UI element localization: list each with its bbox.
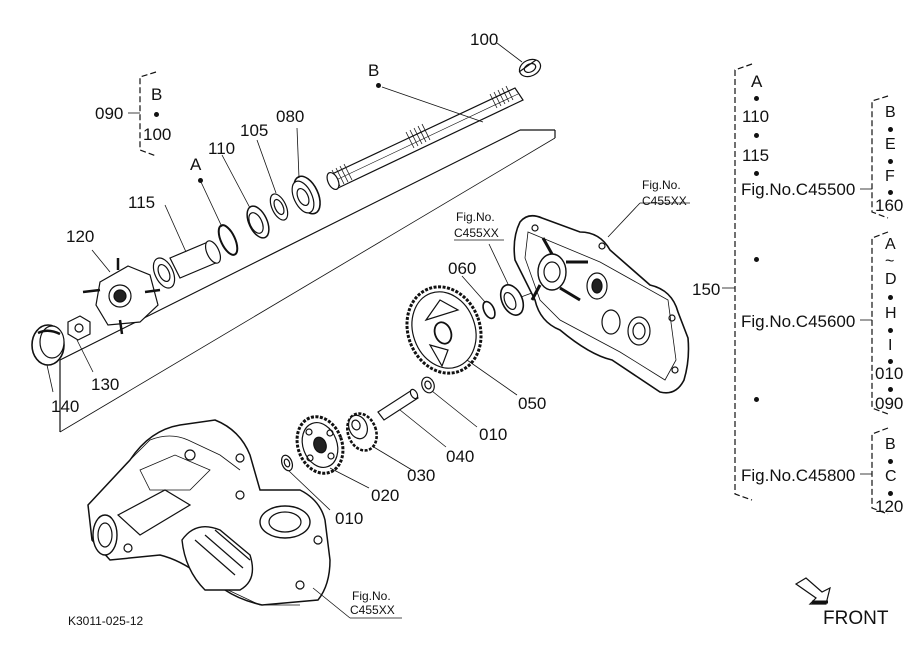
large-gear-050 — [405, 285, 483, 375]
side-cover — [513, 214, 690, 394]
callout-080: 080 — [276, 107, 305, 126]
group3-120: 120 — [875, 497, 904, 516]
bracket-group1 — [860, 95, 889, 219]
callout-150: 150 — [692, 280, 721, 299]
fig-ref-top-code[interactable]: C455XX — [642, 194, 687, 208]
callout-b-left: B — [151, 85, 163, 104]
callout-115: 115 — [128, 193, 156, 212]
group1-dot-2 — [754, 133, 759, 138]
fig-ref-bottom-label[interactable]: Fig.No. — [352, 589, 391, 603]
callout-130: 130 — [91, 375, 120, 394]
group1-dot-e — [888, 159, 893, 164]
group3-c: C — [885, 468, 897, 485]
group3-dot-c — [888, 491, 893, 496]
callout-100-left: 100 — [143, 125, 172, 144]
group2-dot-bottom — [754, 397, 759, 402]
callout-090-left: 090 — [95, 104, 124, 123]
group1-dot-3 — [754, 171, 759, 176]
group2-dot-h — [888, 328, 893, 333]
fig-ref-top-label[interactable]: Fig.No. — [642, 178, 681, 192]
group2-090: 090 — [875, 394, 904, 413]
hub-cap-140 — [31, 324, 65, 366]
callout-140: 140 — [51, 397, 80, 416]
bracket-group3 — [860, 427, 889, 515]
group1-a: A — [751, 72, 763, 91]
group2-dot-i — [888, 359, 893, 364]
group1-e: E — [885, 136, 896, 153]
drawing-code: K3011-025-12 — [68, 614, 144, 628]
callout-a-mid-dot — [198, 178, 203, 183]
group1-dot-1 — [754, 96, 759, 101]
callout-105: 105 — [240, 121, 269, 140]
fig-ref-mid-code[interactable]: C455XX — [454, 226, 499, 240]
collar-060 — [482, 300, 496, 320]
callout-010-lower: 010 — [335, 509, 364, 528]
group3-b: B — [885, 436, 896, 453]
callout-b-shaft: B — [368, 61, 380, 80]
fig-ref-mid-label[interactable]: Fig.No. — [456, 210, 495, 224]
callout-010-upper: 010 — [479, 425, 508, 444]
bracket-150 — [722, 63, 753, 501]
group3-fig[interactable]: Fig.No.C45800 — [741, 466, 856, 485]
washer-105 — [269, 193, 289, 221]
group3-dot-b — [888, 459, 893, 464]
callout-b-left-dot — [154, 112, 159, 117]
group2-tilde: ~ — [885, 253, 895, 270]
bush-100 — [518, 58, 542, 78]
callout-b-dot — [376, 83, 381, 88]
main-shaft — [326, 85, 524, 191]
group1-f: F — [885, 168, 895, 185]
group2-dot-top — [754, 257, 759, 262]
sleeve-115 — [152, 240, 222, 289]
group2-010: 010 — [875, 364, 904, 383]
callout-040: 040 — [446, 447, 475, 466]
callout-a-mid: A — [190, 155, 202, 174]
callout-060: 060 — [448, 259, 477, 278]
callout-110: 110 — [208, 139, 236, 158]
washer-010-upper — [421, 376, 435, 394]
pinion-gear-030 — [346, 412, 378, 452]
group1-b: B — [885, 104, 896, 121]
transaxle-housing — [87, 419, 331, 606]
group2-i: I — [888, 337, 893, 354]
callout-100-top: 100 — [470, 30, 499, 49]
callout-050: 050 — [518, 394, 547, 413]
group1-fig[interactable]: Fig.No.C45500 — [741, 180, 856, 199]
shaft-pin-040 — [377, 388, 419, 421]
group2-dot-d — [888, 295, 893, 300]
callout-120: 120 — [66, 227, 95, 246]
front-label: FRONT — [823, 608, 889, 629]
axle-hub-120 — [82, 258, 161, 335]
bracket-group2 — [860, 231, 889, 415]
group2-a: A — [885, 236, 896, 253]
callout-020: 020 — [371, 486, 400, 505]
group1-dot-f — [888, 190, 893, 195]
group1-dot-b — [888, 127, 893, 132]
ball-bearing-080 — [291, 175, 321, 215]
bearing-110 — [246, 205, 270, 239]
callout-030: 030 — [407, 466, 436, 485]
group1-110: 110 — [742, 107, 770, 126]
group2-dot-010 — [888, 387, 893, 392]
fig-ref-bottom-code[interactable]: C455XX — [350, 603, 395, 617]
spur-gear-020 — [295, 415, 345, 475]
front-direction-arrow — [794, 577, 831, 605]
bracket-left — [128, 71, 157, 157]
washer-010-lower — [280, 454, 294, 472]
hex-nut-130 — [67, 315, 91, 341]
group2-h: H — [885, 305, 897, 322]
group2-fig[interactable]: Fig.No.C45600 — [741, 312, 856, 331]
group1-115: 115 — [742, 146, 770, 165]
cover-bearing — [499, 284, 525, 316]
group2-d: D — [885, 271, 897, 288]
group1-160: 160 — [875, 196, 904, 215]
